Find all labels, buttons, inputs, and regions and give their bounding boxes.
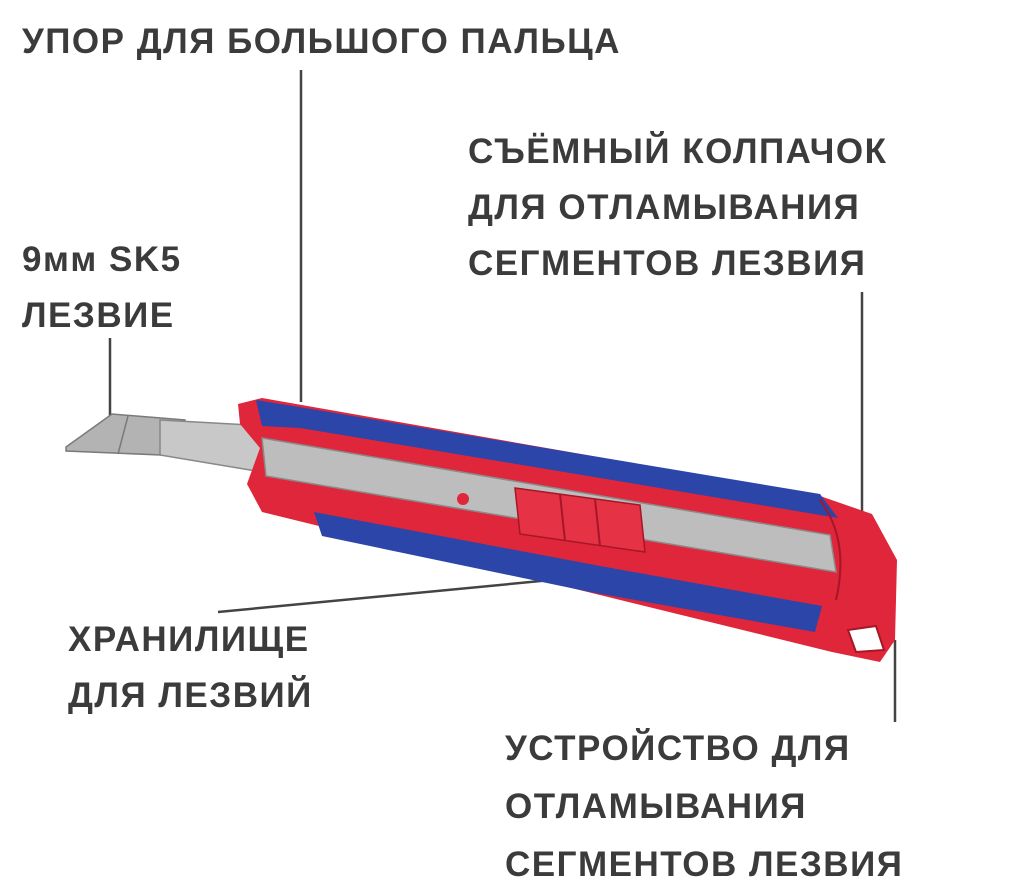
- label-thumb-rest: УПОР ДЛЯ БОЛЬШОГО ПАЛЬЦА: [22, 14, 621, 70]
- label-snap-off-device: УСТРОЙСТВО ДЛЯ ОТЛАМЫВАНИЯ СЕГМЕНТОВ ЛЕЗ…: [505, 720, 903, 894]
- slider-ridge: [594, 498, 601, 547]
- removable-cap: [819, 499, 842, 601]
- label-blade-storage: ХРАНИЛИЩЕ ДЛЯ ЛЕЗВИЙ: [68, 612, 313, 724]
- label-blade: 9мм SK5 ЛЕЗВИЕ: [22, 232, 182, 344]
- label-line: 9мм SK5: [22, 240, 182, 279]
- blade-storage-dot: [457, 493, 469, 505]
- label-line: ДЛЯ ЛЕЗВИЙ: [68, 676, 313, 715]
- label-line: ЛЕЗВИЕ: [22, 296, 175, 335]
- label-line: СЕГМЕНТОВ ЛЕЗВИЯ: [468, 244, 867, 283]
- bottom-grip: [314, 512, 822, 632]
- snap-off-slot: [846, 624, 886, 654]
- label-line: СЪЁМНЫЙ КОЛПАЧОК: [468, 132, 888, 171]
- label-line: ОТЛАМЫВАНИЯ: [505, 787, 807, 826]
- slider-button: [514, 487, 646, 553]
- label-line: ДЛЯ ОТЛАМЫВАНИЯ: [468, 188, 861, 227]
- label-line: УПОР ДЛЯ БОЛЬШОГО ПАЛЬЦА: [22, 22, 621, 61]
- label-removable-cap: СЪЁМНЫЙ КОЛПАЧОК ДЛЯ ОТЛАМЫВАНИЯ СЕГМЕНТ…: [468, 124, 887, 292]
- label-line: СЕГМЕНТОВ ЛЕЗВИЯ: [505, 845, 904, 884]
- blade-score-line: [117, 415, 129, 455]
- label-line: УСТРОЙСТВО ДЛЯ: [505, 729, 851, 768]
- slider-ridge: [559, 493, 566, 542]
- label-line: ХРАНИЛИЩЕ: [68, 620, 310, 659]
- top-grip: [256, 400, 838, 518]
